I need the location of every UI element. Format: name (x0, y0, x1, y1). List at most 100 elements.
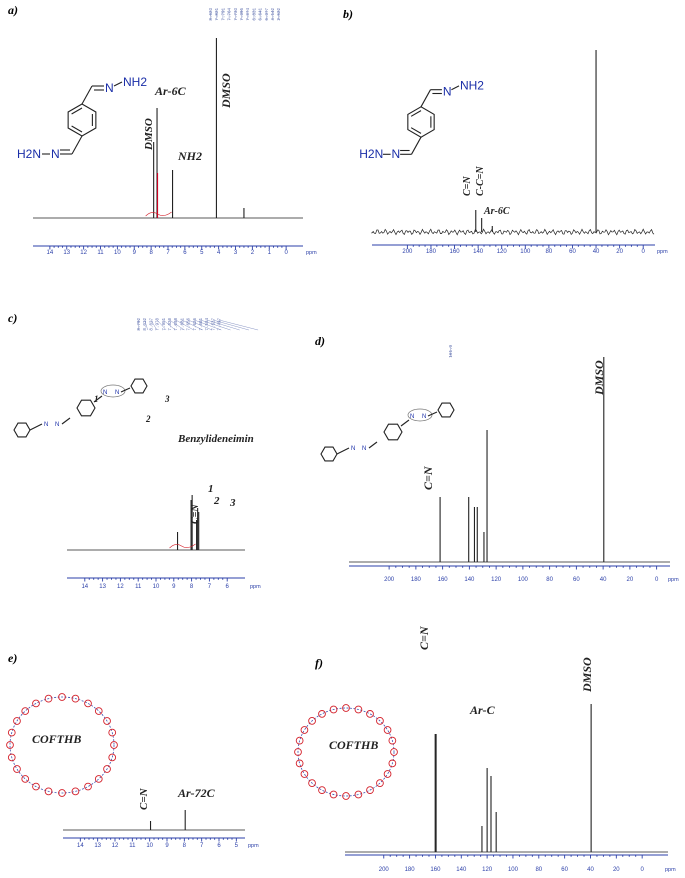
x-tick-label: 100 (518, 577, 529, 583)
benzene-unit-icon (329, 705, 338, 714)
x-tick-label: 140 (464, 577, 475, 583)
benzene-unit-icon (366, 710, 374, 718)
x-tick-label: 14 (47, 250, 54, 256)
benzene-unit-icon (342, 792, 350, 800)
peak-annotation: DMSO (143, 118, 155, 151)
benzene-ring (407, 106, 435, 138)
benzene-unit-icon (366, 786, 374, 794)
svg-text:1: 1 (94, 394, 99, 404)
panel-label: a) (8, 3, 18, 17)
benzene-unit-icon (71, 694, 80, 703)
peak-annotation: Ar-6C (483, 206, 510, 217)
benzene-unit-icon (388, 759, 397, 768)
x-tick-label: 8 (183, 843, 187, 849)
x-tick-label: 8 (149, 250, 153, 256)
peak-annotation: COFTHB (329, 738, 378, 752)
x-tick-label: 6 (183, 250, 187, 256)
x-tick-label: 12 (80, 250, 87, 256)
peak-list-label: 7.497 (219, 318, 223, 331)
peak-annotation: 3 (229, 497, 236, 509)
x-tick-label: 160 (430, 867, 441, 873)
peak-annotation: 1 (208, 483, 214, 495)
x-tick-label: 14 (81, 584, 88, 590)
x-tick-label: 7 (166, 250, 170, 256)
x-tick-label: 0 (642, 249, 646, 255)
x-axis-unit: ppm (665, 867, 676, 873)
atom-label: H2N (359, 147, 383, 161)
x-tick-label: 140 (456, 867, 467, 873)
benzene-unit-icon (295, 736, 304, 745)
benzene-unit-icon (71, 787, 80, 796)
x-tick-label: 11 (135, 584, 142, 590)
panel-label: f) (315, 656, 323, 670)
x-tick-label: 13 (94, 843, 101, 849)
x-tick-label: 20 (613, 867, 620, 873)
x-tick-label: 180 (405, 867, 416, 873)
peak-annotation: DMSO (592, 360, 606, 396)
peak-list-label: 7.374 (247, 8, 251, 21)
benzene-unit-icon (388, 736, 397, 745)
peak-annotation: Ar-C (469, 703, 496, 717)
peak-list-label: 7.951 (163, 318, 167, 331)
peak-list-label: 161.9 (450, 345, 454, 358)
benzene-unit-icon (21, 775, 30, 783)
benzene-unit-icon (110, 741, 118, 749)
benzene-unit-icon (376, 779, 384, 787)
x-tick-label: 160 (450, 249, 461, 255)
x-tick-label: 9 (172, 584, 176, 590)
spectrum-baseline (371, 228, 655, 236)
peak-list-label: 7.527 (212, 318, 216, 331)
benzene-unit-icon (108, 753, 117, 762)
peak-list-label: 4.142 (272, 8, 276, 21)
x-tick-label: 80 (546, 249, 553, 255)
x-tick-label: 60 (561, 867, 568, 873)
atom-label: N (115, 390, 119, 396)
atom-label: N (51, 147, 60, 161)
x-tick-label: 40 (600, 577, 607, 583)
peak-annotation: C=N (190, 504, 201, 524)
benzene-unit-icon (58, 693, 66, 701)
svg-text:3: 3 (164, 394, 170, 404)
atom-label: N (103, 390, 107, 396)
peak-list-label: 6.831 (253, 8, 257, 21)
benzene-unit-icon (32, 699, 40, 708)
x-axis-unit: ppm (306, 250, 317, 256)
x-tick-label: 6 (217, 843, 221, 849)
peak-annotation: NH2 (177, 149, 202, 163)
peak-list-label: 7.681 (181, 318, 185, 331)
x-tick-label: 200 (402, 249, 413, 255)
peak-annotation: Ar-6C (154, 84, 187, 98)
benzene-unit-icon (84, 699, 92, 708)
x-axis-unit: ppm (657, 249, 668, 255)
benzene-unit-icon (342, 704, 350, 712)
benzene-ring (67, 103, 97, 137)
atom-label: N (105, 81, 114, 95)
peak-list-label: 8.027 (150, 318, 154, 331)
atom-label: N (362, 446, 366, 452)
peak-list-label: 8.032 (144, 318, 148, 331)
x-tick-label: 120 (491, 577, 502, 583)
x-tick-label: 1 (268, 250, 272, 256)
peak-annotation: COFTHB (32, 732, 81, 746)
benzene-unit-icon (300, 770, 309, 778)
benzene-unit-icon (44, 694, 53, 703)
peak-list-label: 7.698 (175, 318, 179, 331)
x-tick-label: 120 (482, 867, 493, 873)
benzene-unit-icon (108, 728, 117, 737)
x-tick-label: 0 (284, 250, 288, 256)
peak-list-label: 7.626 (194, 318, 198, 331)
x-tick-label: 100 (520, 249, 531, 255)
peak-annotation: DMSO (219, 73, 233, 109)
x-tick-label: 0 (640, 867, 644, 873)
x-tick-label: 11 (129, 843, 136, 849)
x-tick-label: 80 (535, 867, 542, 873)
x-tick-label: 3 (234, 250, 238, 256)
x-tick-label: 60 (569, 249, 576, 255)
benzene-unit-icon (84, 782, 92, 791)
benzene-unit-icon (295, 759, 304, 768)
peak-list-label: 8.792 (138, 318, 142, 331)
